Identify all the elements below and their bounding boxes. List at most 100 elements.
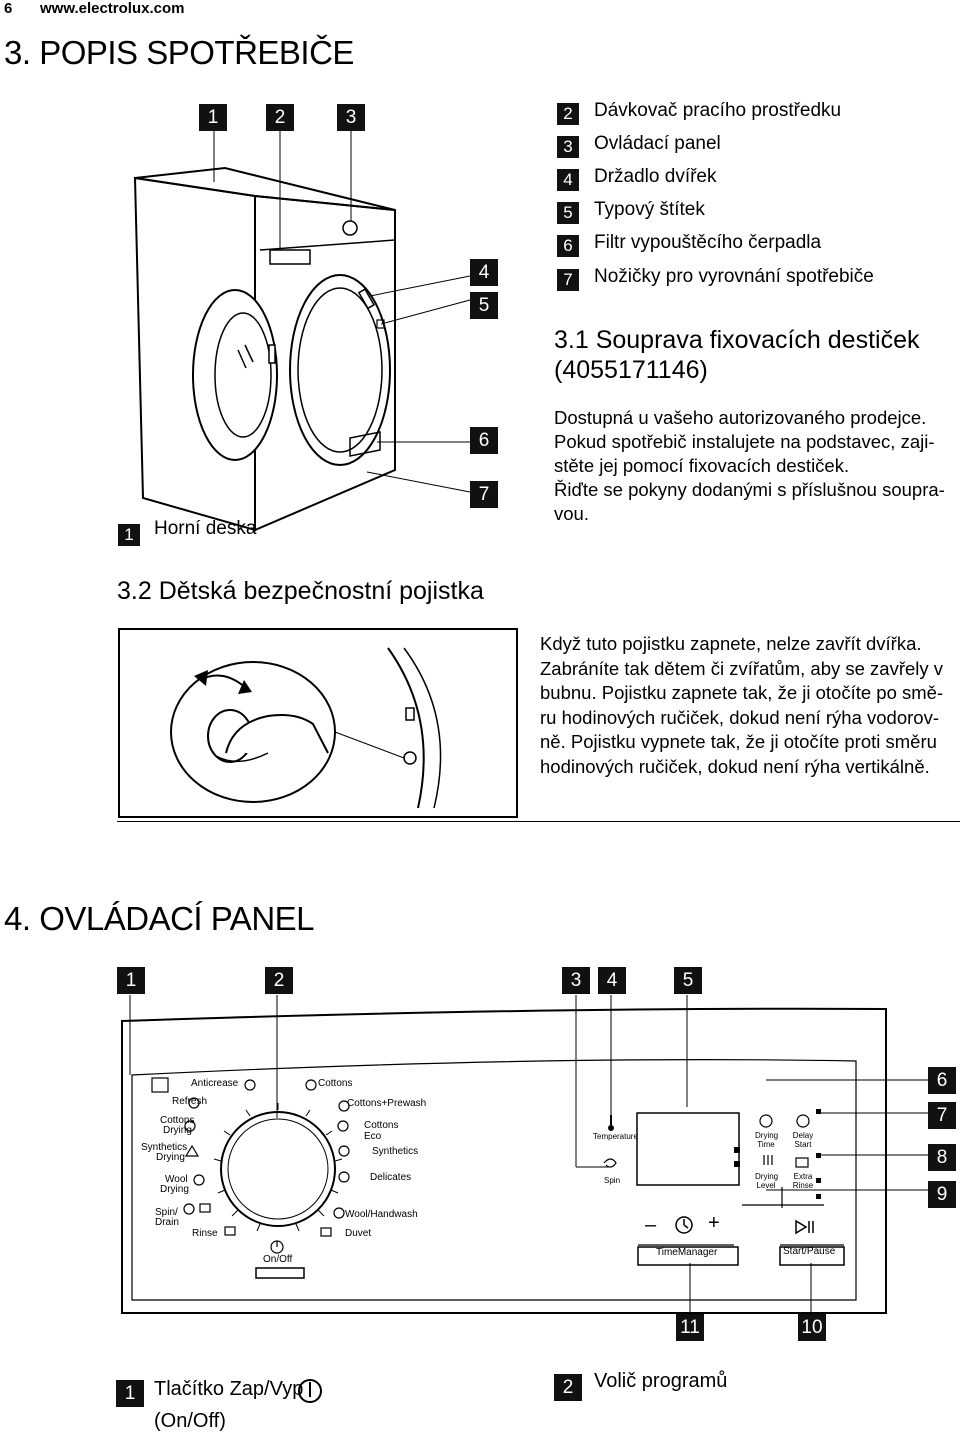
- program-spin-drain-1: Spin/: [155, 1207, 178, 1218]
- text-line: stěte jej pomocí fixovacích destiček.: [554, 455, 850, 476]
- label-line: Drying: [755, 1172, 779, 1181]
- program-refresh: Refresh: [172, 1096, 208, 1107]
- panel-legend-num-2: 2: [554, 1374, 582, 1401]
- label-line: Drying: [755, 1131, 779, 1140]
- illustration-frame: [118, 628, 518, 818]
- panel-callout-9: 9: [928, 1181, 956, 1208]
- panel-callout-6: 6: [928, 1067, 956, 1094]
- program-rinse: Rinse: [192, 1228, 218, 1239]
- legend-num: 5: [557, 202, 579, 224]
- program-cottons-drying-2: Drying: [163, 1125, 192, 1136]
- minus-button[interactable]: –: [645, 1214, 657, 1236]
- program-selector-knob: [342, 220, 358, 236]
- legend-num: 4: [557, 169, 579, 191]
- header-url: www.electrolux.com: [40, 0, 185, 17]
- text-line: hodinových ručiček, dokud není rýha vert…: [540, 755, 930, 777]
- timemanager-icon: [675, 1216, 693, 1234]
- page-number: 6: [4, 0, 13, 17]
- timemanager-button: [637, 1246, 739, 1266]
- text-line: vou.: [554, 503, 589, 524]
- legend-num-1: 1: [118, 524, 140, 546]
- panel-callout-1: 1: [117, 967, 145, 994]
- legend-label-1: Horní deska: [154, 518, 257, 539]
- program-wool-handwash: Wool/Handwash: [345, 1209, 418, 1220]
- panel-callout-5: 5: [674, 967, 702, 994]
- section-3-title: 3. POPIS SPOTŘEBIČE: [4, 34, 354, 71]
- program-wool-drying-2: Drying: [160, 1184, 189, 1195]
- program-delicates: Delicates: [370, 1172, 412, 1183]
- washing-machine-illustration: [133, 126, 471, 532]
- callout-3: 3: [337, 104, 365, 131]
- temperature-label: Temperature: [593, 1132, 638, 1141]
- panel-legend-label-2: Volič programů: [594, 1370, 728, 1392]
- program-spin-drain-2: Drain: [155, 1217, 179, 1228]
- detergent-dispenser: [269, 249, 311, 265]
- power-icon: [298, 1379, 322, 1403]
- subsection-3-2-title: 3.2 Dětská bezpečnostní pojistka: [117, 577, 484, 605]
- panel-legend-label-1: Tlačítko Zap/Vyp: [154, 1378, 304, 1400]
- panel-callout-7: 7: [928, 1102, 956, 1129]
- text-line: Řiďte se pokyny dodanými s příslušnou so…: [554, 479, 945, 500]
- callout-4: 4: [470, 259, 498, 286]
- door-opening: [289, 274, 391, 466]
- program-synthetics-drying-1: Synthetics: [141, 1142, 188, 1153]
- timemanager-label: TimeManager: [656, 1247, 718, 1258]
- program-cottons-prewash: Cottons+Prewash: [347, 1098, 427, 1109]
- onoff-label: On/Off: [263, 1254, 293, 1265]
- finger: [225, 714, 329, 754]
- door-edge: [387, 647, 425, 809]
- panel-legend-num-1: 1: [116, 1380, 144, 1407]
- program-duvet: Duvet: [345, 1228, 372, 1239]
- delay-start-label: Delay Start: [792, 1131, 814, 1149]
- program-anticrease: Anticrease: [191, 1078, 239, 1089]
- panel-callout-10: 10: [798, 1314, 826, 1341]
- label-line: Rinse: [792, 1181, 814, 1190]
- callout-1: 1: [199, 104, 227, 131]
- legend-label: Filtr vypouštěcího čerpadla: [594, 232, 822, 253]
- onoff-button: [255, 1267, 305, 1279]
- program-synthetics: Synthetics: [372, 1146, 419, 1157]
- legend-num: 7: [557, 269, 579, 291]
- subsection-3-2-text: Když tuto pojistku zapnete, nelze zavřít…: [540, 632, 960, 779]
- subsection-3-1-text: Dostupná u vašeho autorizovaného prodejc…: [554, 406, 954, 526]
- panel-callout-4: 4: [598, 967, 626, 994]
- plus-button[interactable]: +: [708, 1212, 720, 1234]
- type-plate: [376, 319, 385, 329]
- label-line: Level: [756, 1181, 776, 1190]
- control-panel-illustration: [121, 995, 928, 1315]
- callout-6: 6: [470, 427, 498, 454]
- drying-time-label: Drying Time: [755, 1131, 779, 1149]
- display: [636, 1112, 740, 1186]
- section-divider: [117, 821, 960, 822]
- legend-label: Typový štítek: [594, 199, 705, 220]
- legend-label: Ovládací panel: [594, 133, 721, 154]
- label-line: Extra: [793, 1172, 813, 1181]
- door: [192, 289, 278, 461]
- legend-label: Nožičky pro vyrovnání spotřebiče: [594, 266, 874, 287]
- startpause-label: Start/Pause: [783, 1246, 836, 1257]
- panel-callout-8: 8: [928, 1144, 956, 1171]
- label-line: Time: [757, 1140, 775, 1149]
- panel-callout-2: 2: [265, 967, 293, 994]
- section-4-title: 4. OVLÁDACÍ PANEL: [4, 900, 315, 937]
- program-cottons-drying-1: Cottons: [160, 1115, 195, 1126]
- program-cottons: Cottons: [318, 1078, 353, 1089]
- top-plate: [134, 166, 396, 211]
- callout-5: 5: [470, 292, 498, 319]
- legend-num: 3: [557, 136, 579, 158]
- callout-7: 7: [470, 481, 498, 508]
- panel-outline: [121, 1007, 887, 1314]
- legend-num: 6: [557, 235, 579, 257]
- program-synthetics-drying-2: Drying: [156, 1152, 185, 1163]
- spin-label: Spin: [604, 1176, 621, 1185]
- label-line: Delay: [792, 1131, 814, 1140]
- panel-callout-3: 3: [562, 967, 590, 994]
- drying-level-label: Drying Level: [755, 1172, 779, 1190]
- extra-rinse-label: Extra Rinse: [792, 1172, 814, 1190]
- start-pause-button: [779, 1246, 845, 1266]
- text-line: ru hodinových ručiček, dokud není rýha v…: [540, 706, 939, 728]
- drain-pump-filter: [349, 431, 381, 457]
- label-line: Start: [794, 1140, 812, 1149]
- panel-legend-label-1b: (On/Off): [154, 1410, 226, 1432]
- lock-screw: [403, 751, 417, 765]
